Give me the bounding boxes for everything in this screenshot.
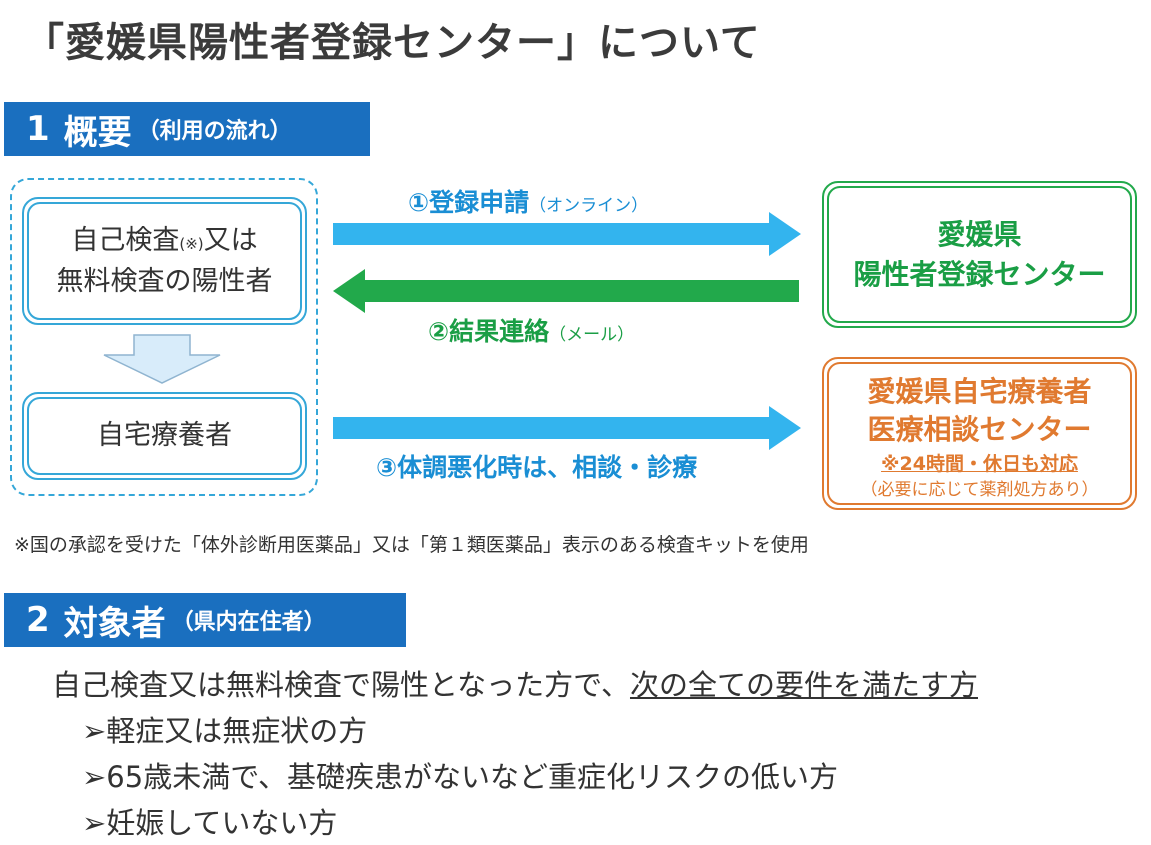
self-test-note-mark: (※) <box>179 234 204 253</box>
section1-sub: （利用の流れ） <box>137 119 292 144</box>
section2-header: 2 対象者 （県内在住者） <box>4 593 406 647</box>
consult-title-line2: 医療相談センター <box>867 413 1092 446</box>
arrow1-label: ①登録申請（オンライン） <box>408 188 649 217</box>
arrow2-label: ②結果連絡（メール） <box>428 317 635 346</box>
positive-registration-center-box: 愛媛県 陽性者登録センター <box>822 181 1137 328</box>
eligibility-intro: 自己検査又は無料検査で陽性となった方で、次の全ての要件を満たす方 <box>52 662 978 704</box>
self-test-or: 又は <box>203 224 258 256</box>
eligibility-intro-emphasis: 次の全ての要件を満たす方 <box>629 668 978 702</box>
consult-prescription-note: （必要に応じて薬剤処方あり） <box>860 480 1099 500</box>
arrow2-sub: （メール） <box>549 325 635 345</box>
down-arrow-icon <box>103 334 221 384</box>
free-test-positive-label: 無料検査の陽性者 <box>56 265 273 297</box>
section2-heading: 対象者 <box>63 603 166 644</box>
right-arrow-icon <box>333 212 801 256</box>
left-arrow-icon <box>333 269 799 313</box>
arrow1-sub: （オンライン） <box>529 196 649 216</box>
home-care-label: 自宅療養者 <box>97 420 232 451</box>
section1-heading: 概要 <box>63 112 132 153</box>
applicant-group <box>10 178 318 496</box>
home-care-box: 自宅療養者 <box>22 392 307 480</box>
center-name: 陽性者登録センター <box>853 257 1106 291</box>
criteria-item: ➢軽症又は無症状の方 <box>82 714 368 748</box>
consult-hours-note: ※24時間・休日も対応 <box>881 453 1078 475</box>
arrow3-label: ③体調悪化時は、相談・診療 <box>376 453 698 482</box>
section1-header: 1 概要 （利用の流れ） <box>4 102 370 156</box>
criteria-item: ➢65歳未満で、基礎疾患がないなど重症化リスクの低い方 <box>82 760 839 794</box>
center-prefecture: 愛媛県 <box>937 217 1022 251</box>
self-test-positive-box: 自己検査(※)又は 無料検査の陽性者 <box>22 197 307 325</box>
right-arrow-icon-2 <box>333 406 801 450</box>
consult-title-line1: 愛媛県自宅療養者 <box>867 375 1092 408</box>
self-test-label: 自己検査 <box>71 224 180 256</box>
eligibility-intro-text: 自己検査又は無料検査で陽性となった方で、 <box>52 668 630 702</box>
page-title: 「愛媛県陽性者登録センター」について <box>24 20 761 66</box>
test-kit-footnote: ※国の承認を受けた「体外診断用医薬品」又は「第１類医薬品」表示のある検査キットを… <box>14 534 809 556</box>
section2-number: 2 <box>26 600 50 640</box>
medical-consultation-center-box: 愛媛県自宅療養者 医療相談センター ※24時間・休日も対応 （必要に応じて薬剤処… <box>822 357 1137 510</box>
criteria-item: ➢妊娠していない方 <box>82 806 338 840</box>
section2-sub: （県内在住者） <box>171 610 326 635</box>
section1-number: 1 <box>26 109 50 149</box>
